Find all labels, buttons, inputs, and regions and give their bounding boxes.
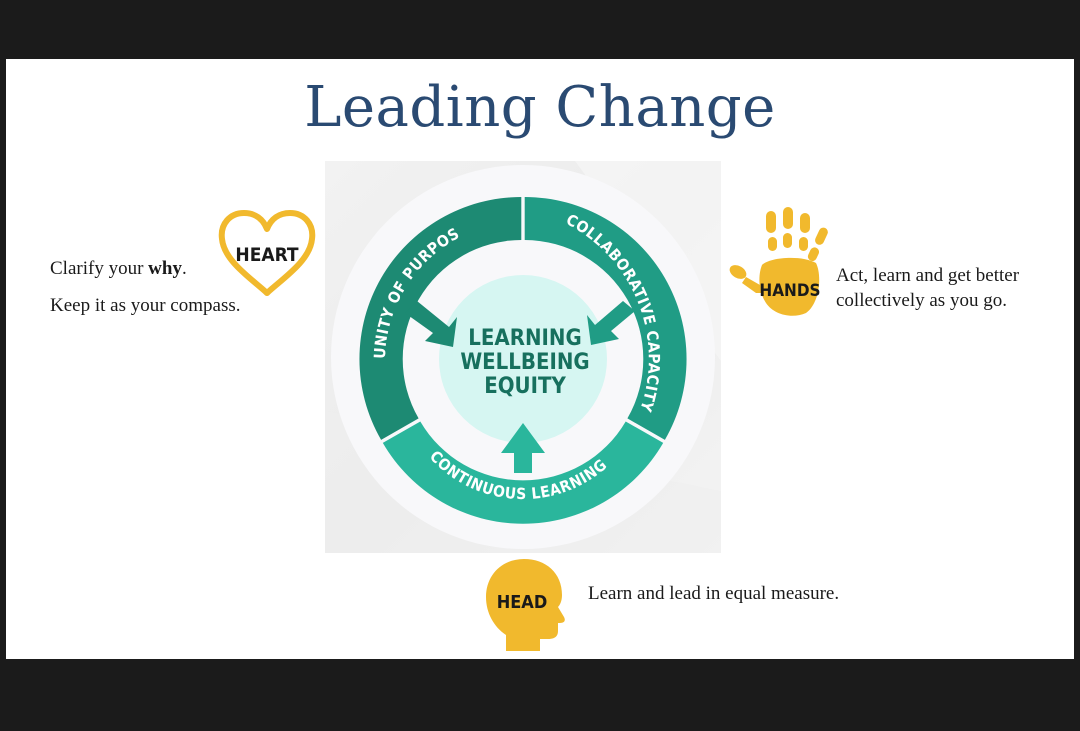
center-label-learning: LEARNING: [468, 326, 581, 351]
heart-line-1-prefix: Clarify your: [50, 258, 149, 279]
hand-icon-label: HANDS: [759, 281, 820, 301]
heart-why-emphasis: why: [148, 258, 182, 279]
segment-continuous-learning: [382, 421, 664, 524]
slide-title: Leading Change: [304, 75, 776, 140]
hand-icon: HANDS: [729, 207, 828, 316]
head-icon-label: HEAD: [497, 592, 548, 613]
heart-line-1-suffix: .: [181, 258, 187, 279]
center-circle: [439, 275, 607, 443]
heart-line-1: Clarify your why.: [50, 256, 187, 281]
heart-line-2: Keep it as your compass.: [50, 295, 241, 316]
center-label-equity: EQUITY: [484, 374, 566, 399]
slide: Leading Change Clarify your why. Keep it…: [6, 59, 1074, 659]
heart-icon-label: HEART: [235, 244, 299, 266]
segment-collaborative-capacity: [524, 197, 687, 440]
leading-change-cycle-diagram: COLLABORATIVE CAPACITY UNITY OF PURPOSE …: [325, 161, 721, 553]
head-text: Learn and lead in equal measure.: [588, 583, 840, 604]
arrow-right-icon: [587, 301, 635, 345]
center-label-wellbeing: WELLBEING: [460, 350, 589, 375]
hands-line-2: collectively as you go.: [836, 290, 1007, 311]
head-icon: HEAD: [486, 559, 565, 651]
arrow-up-icon: [501, 423, 545, 473]
heart-icon: HEART: [218, 210, 316, 296]
arrow-left-icon: [405, 301, 457, 347]
segment-unity-of-purpose: [359, 197, 522, 440]
hands-line-1: Act, learn and get better: [836, 265, 1020, 286]
